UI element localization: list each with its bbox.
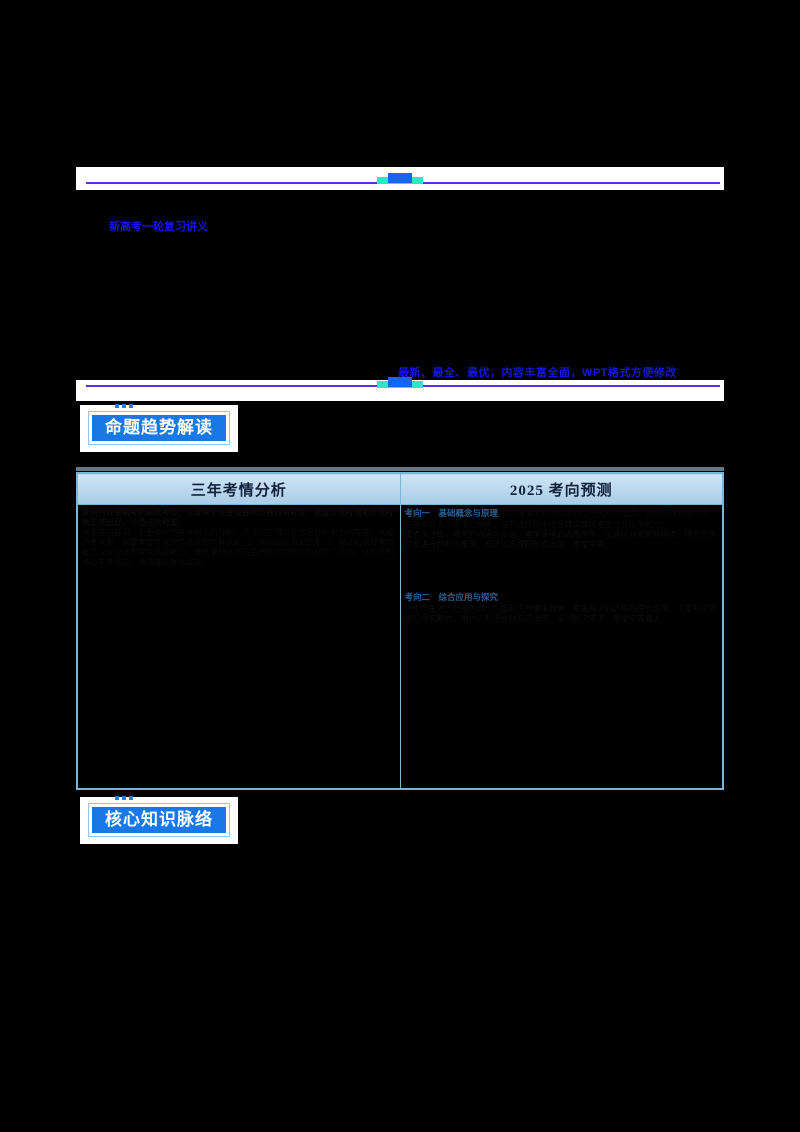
section-badge-core: 核心知识脉络: [80, 796, 238, 844]
badge-dots-icon-2: [115, 796, 133, 800]
badge-label-trend: 命题趋势解读: [92, 415, 226, 441]
analysis-table-container: 三年考情分析 2025 考向预测 本讲内容是高考的高频考点，三年来全国卷及各地方…: [76, 472, 724, 790]
analysis-table-head: 三年考情分析 2025 考向预测: [77, 473, 723, 505]
table-top-strip: [76, 467, 724, 471]
section-rule-band: [76, 377, 724, 401]
analysis-table: 三年考情分析 2025 考向预测 本讲内容是高考的高频考点，三年来全国卷及各地方…: [77, 473, 723, 789]
badge-dots-icon: [115, 404, 133, 408]
top-rule-band: [76, 167, 724, 190]
divider-marker-icon: [377, 173, 423, 184]
prediction-body-2: 以生产生活、社会热点、科技前沿为情境载体，考查知识的迁移与综合运用，注重科学思维…: [404, 604, 717, 623]
badge-frame: 命题趋势解读: [88, 404, 230, 445]
table-row: 本讲内容是高考的高频考点，三年来全国卷及各地方卷均有考查，题型以选择题和非选择题…: [77, 504, 723, 789]
masthead-tagline: 最新、最全、最优，内容丰富全面，WPT格式方便修改: [398, 367, 677, 379]
prediction-subheading-1: 考向一 基础概念与原理: [404, 508, 499, 518]
badge-frame-2: 核心知识脉络: [88, 796, 230, 837]
document-subtitle: 新高考一轮复习讲义: [107, 219, 210, 236]
section-badge-trend: 命题趋势解读: [80, 404, 238, 452]
analysis-body-text: 从考查内容看，主要集中于基本概念的理解、原理的应用以及综合分析能力的考查；从能力…: [82, 528, 394, 567]
divider-marker-icon-2: [377, 377, 423, 388]
analysis-text-block: 本讲内容是高考的高频考点，三年来全国卷及各地方卷均有考查，题型以选择题和非选择题…: [82, 508, 396, 568]
prediction-lead-text: 2025年高考仍将以本讲主干知识为重点，预计在选择题中考查基本概念与原理的辨析，…: [404, 509, 711, 529]
badge-label-core: 核心知识脉络: [92, 807, 226, 833]
cell-three-year-analysis: 本讲内容是高考的高频考点，三年来全国卷及各地方卷均有考查，题型以选择题和非选择题…: [77, 504, 401, 789]
analysis-table-body: 本讲内容是高考的高频考点，三年来全国卷及各地方卷均有考查，题型以选择题和非选择题…: [77, 504, 723, 789]
cell-2025-prediction: 考向一 基础概念与原理 2025年高考仍将以本讲主干知识为重点，预计在选择题中考…: [399, 504, 723, 789]
analysis-lead-text: 本讲内容是高考的高频考点，三年来全国卷及各地方卷均有考查，题型以选择题和非选择题…: [82, 508, 394, 527]
prediction-body-1: 重点关注核心概念的内涵与外延、基本原理的适用条件，注意区分易混易错点，结合图表信…: [404, 530, 717, 549]
prediction-subheading-2: 考向二 综合应用与探究: [404, 592, 499, 602]
prediction-text-block: 考向一 基础概念与原理 2025年高考仍将以本讲主干知识为重点，预计在选择题中考…: [405, 508, 719, 624]
column-header-three-year-analysis: 三年考情分析: [77, 473, 401, 505]
column-header-2025-prediction: 2025 考向预测: [399, 473, 723, 505]
prediction-spacer: [405, 550, 719, 592]
table-header-row: 三年考情分析 2025 考向预测: [77, 473, 723, 505]
